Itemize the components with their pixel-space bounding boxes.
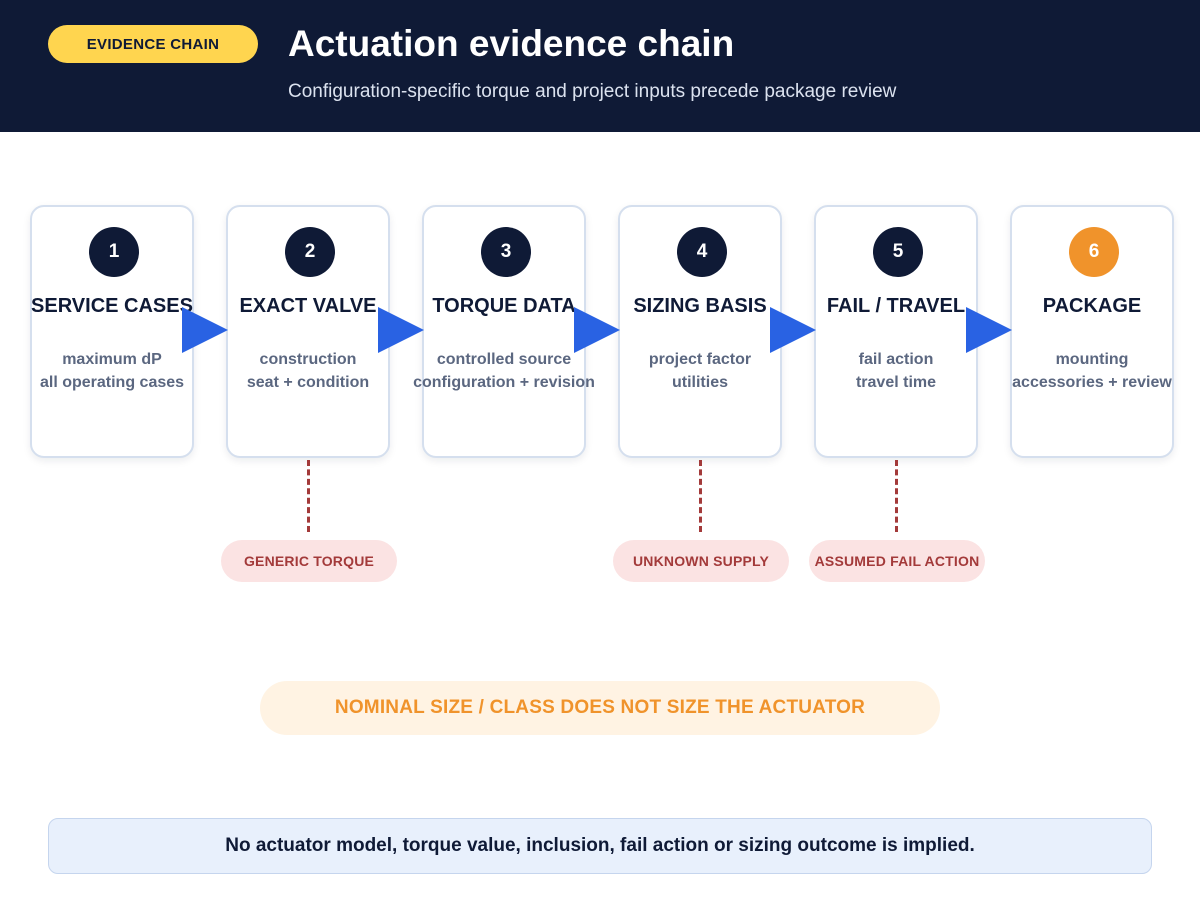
flow-arrow-icon <box>182 307 228 353</box>
step-card-exact-valve: 2 EXACT VALVE construction seat + condit… <box>226 205 390 458</box>
step-title: SERVICE CASES <box>31 295 193 317</box>
step-number-badge: 1 <box>89 227 139 277</box>
step-title: SIZING BASIS <box>633 295 767 317</box>
page-subtitle: Configuration-specific torque and projec… <box>288 81 897 102</box>
flow-arrow-icon <box>770 307 816 353</box>
step-title: PACKAGE <box>1042 295 1142 317</box>
header-banner: EVIDENCE CHAIN Actuation evidence chain … <box>0 0 1200 132</box>
step-detail: seat + condition <box>246 374 370 391</box>
step-number-badge: 4 <box>677 227 727 277</box>
step-card-torque-data: 3 TORQUE DATA controlled source configur… <box>413 205 595 458</box>
step-card-sizing-basis: 4 SIZING BASIS project factor utilities <box>618 205 782 458</box>
step-detail: utilities <box>671 374 728 391</box>
page-title: Actuation evidence chain <box>288 23 735 64</box>
step-card-fail-travel: 5 FAIL / TRAVEL fail action travel time <box>814 205 978 458</box>
step-detail: mounting <box>1055 351 1129 368</box>
step-detail: travel time <box>855 374 937 391</box>
step-detail: all operating cases <box>39 374 185 391</box>
risk-badge-generic-torque: GENERIC TORQUE <box>221 540 397 582</box>
flow-arrow-icon <box>378 307 424 353</box>
disclaimer-note: No actuator model, torque value, inclusi… <box>48 818 1152 874</box>
flow-arrow-icon <box>574 307 620 353</box>
flow-arrow-icon <box>966 307 1012 353</box>
step-detail: maximum dP <box>62 351 162 368</box>
step-card-package: 6 PACKAGE mounting accessories + review <box>1010 205 1174 458</box>
risk-connector <box>699 460 702 532</box>
risk-badge-assumed-fail-action: ASSUMED FAIL ACTION <box>809 540 985 582</box>
step-detail: fail action <box>858 351 934 368</box>
step-detail: controlled source <box>436 351 572 368</box>
risk-connector <box>895 460 898 532</box>
step-title: TORQUE DATA <box>432 295 576 317</box>
risk-badge-unknown-supply: UNKNOWN SUPPLY <box>613 540 789 582</box>
step-detail: configuration + revision <box>413 374 595 391</box>
step-detail: project factor <box>648 351 752 368</box>
step-title: FAIL / TRAVEL <box>826 295 966 317</box>
evidence-chain-tag: EVIDENCE CHAIN <box>48 25 258 63</box>
step-detail: construction <box>259 351 357 368</box>
step-title: EXACT VALVE <box>239 295 377 317</box>
step-number-badge: 2 <box>285 227 335 277</box>
warning-banner: NOMINAL SIZE / CLASS DOES NOT SIZE THE A… <box>260 681 940 735</box>
step-card-service-cases: 1 SERVICE CASES maximum dP all operating… <box>30 205 194 458</box>
risk-connector <box>307 460 310 532</box>
step-number-badge: 6 <box>1069 227 1119 277</box>
step-number-badge: 5 <box>873 227 923 277</box>
step-detail: accessories + review <box>1012 374 1172 391</box>
step-number-badge: 3 <box>481 227 531 277</box>
